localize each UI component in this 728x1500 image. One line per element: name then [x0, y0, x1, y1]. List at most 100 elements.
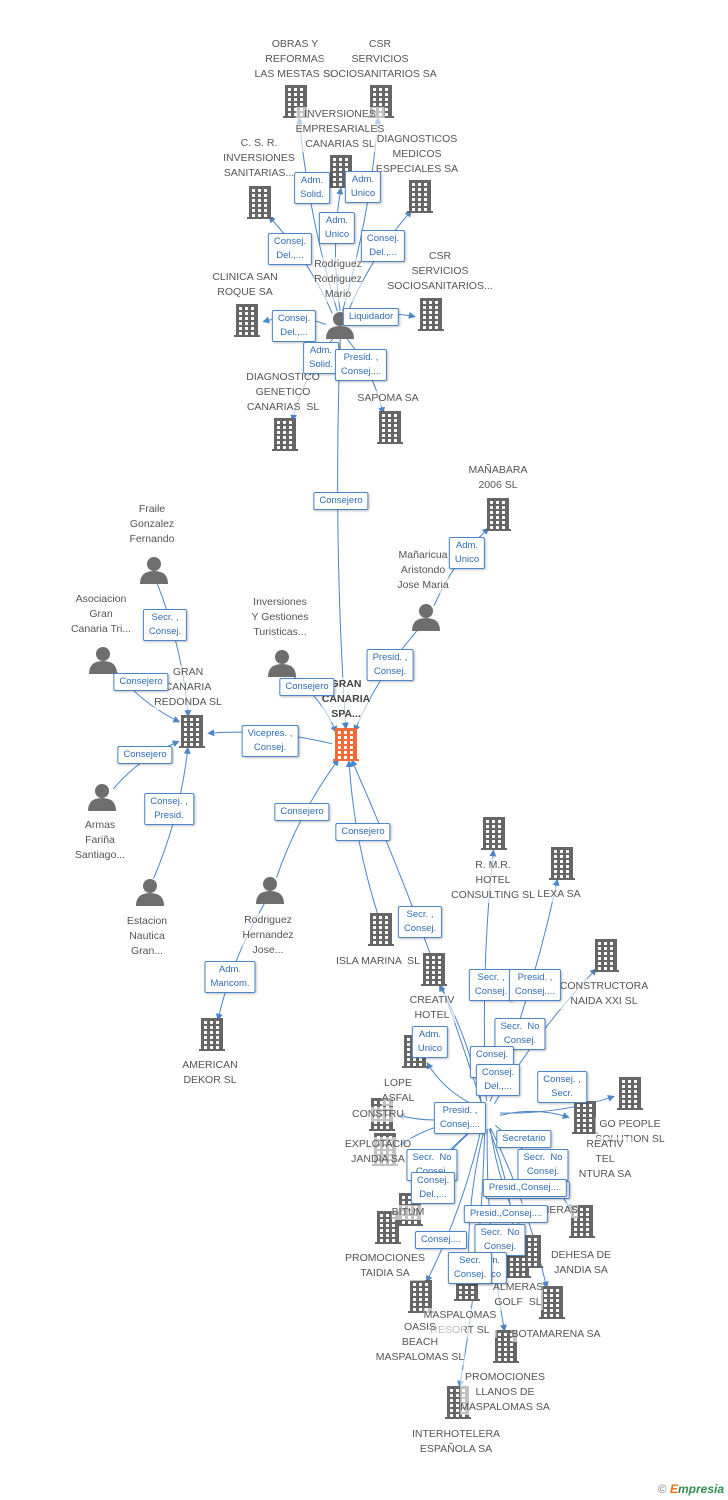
- relation-label[interactable]: Consej. Del.,...: [360, 230, 406, 262]
- building-icon[interactable]: [593, 939, 619, 972]
- node-label[interactable]: CLINICA SAN ROQUE SA: [212, 270, 278, 300]
- relation-label[interactable]: Vicepres. , Consej.: [241, 725, 299, 757]
- relation-label[interactable]: Secretario: [496, 1130, 552, 1148]
- relation-label[interactable]: Consejero: [274, 803, 330, 821]
- building-icon[interactable]: [272, 418, 298, 451]
- node-label[interactable]: R. M.R. HOTEL CONSULTING SL: [451, 858, 535, 903]
- relation-label[interactable]: Adm. Unico: [448, 537, 486, 569]
- building-icon[interactable]: [234, 304, 260, 337]
- building-icon[interactable]: [377, 411, 403, 444]
- node-label[interactable]: LOPE ASFAL: [381, 1076, 415, 1106]
- node-label[interactable]: Asociacion Gran Canaria Tri...: [70, 592, 132, 637]
- node-label[interactable]: PROMOCIONES LLANOS DE MASPALOMAS SA: [460, 1370, 550, 1415]
- node-label[interactable]: Mañaricua Aristondo Jose Maria: [397, 548, 449, 593]
- node-label[interactable]: Rodriguez Rodriguez Mario: [314, 257, 362, 302]
- node-label[interactable]: REATIV TEL NTURA SA: [578, 1137, 632, 1182]
- relation-label[interactable]: Consejero: [279, 678, 335, 696]
- relation-label[interactable]: Secr. , Consej.: [397, 906, 443, 938]
- relation-label[interactable]: Consej. Del.,...: [267, 233, 313, 265]
- node-label[interactable]: ISLA MARINA SL: [335, 954, 421, 969]
- person-icon[interactable]: [268, 650, 296, 677]
- node-label[interactable]: CREATIV HOTEL: [409, 993, 455, 1023]
- node-label[interactable]: ALMERAS GOLF SL: [492, 1280, 544, 1310]
- relation-label[interactable]: Adm. Unico: [344, 171, 382, 203]
- node-label[interactable]: DIAGNOSTICO GENETICO CANARIAS SL: [246, 370, 320, 415]
- relation-label[interactable]: Adm. Unico: [318, 212, 356, 244]
- node-label[interactable]: CSR SERVICIOS SOCIOSANITARIOS SA: [323, 37, 437, 82]
- person-icon[interactable]: [136, 879, 164, 906]
- person-icon[interactable]: [89, 647, 117, 674]
- relation-label[interactable]: Liquidador: [342, 308, 400, 326]
- building-icon[interactable]: [368, 913, 394, 946]
- node-label[interactable]: EXPLOTACIO JANDIA SA: [344, 1137, 412, 1167]
- node-label[interactable]: DEHESA DE JANDIA SA: [550, 1248, 612, 1278]
- relation-label[interactable]: Secr. No Consej.: [494, 1018, 546, 1050]
- node-label[interactable]: OASIS BEACH MASPALOMAS SL: [375, 1320, 465, 1365]
- building-icon[interactable]: [408, 1280, 434, 1313]
- relation-label[interactable]: Presid. , Consej.: [366, 649, 414, 681]
- relation-label[interactable]: Consejero: [335, 823, 391, 841]
- building-icon[interactable]: [418, 298, 444, 331]
- node-label[interactable]: MAÑABARA 2006 SL: [468, 463, 528, 493]
- person-icon[interactable]: [140, 557, 168, 584]
- relation-label[interactable]: Consejero: [113, 673, 169, 691]
- relation-label[interactable]: Consejero: [117, 746, 173, 764]
- building-icon[interactable]: [481, 817, 507, 850]
- relation-label[interactable]: Adm. Mancom.: [204, 961, 256, 993]
- node-label[interactable]: INTERHOTELERA ESPAÑOLA SA: [411, 1427, 501, 1457]
- building-icon[interactable]: [199, 1018, 225, 1051]
- node-label[interactable]: Estacion Nautica Gran...: [126, 914, 168, 959]
- node-label[interactable]: Inversiones Y Gestiones Turisticas...: [251, 595, 309, 640]
- relation-label[interactable]: Presid. , Consej....: [508, 969, 562, 1001]
- node-label[interactable]: OBRAS Y REFORMAS LAS MESTAS SL: [254, 37, 336, 82]
- relation-label[interactable]: Presid.,Consej....: [463, 1205, 549, 1223]
- relation-label[interactable]: Presid. , Consej....: [433, 1102, 487, 1134]
- relation-label[interactable]: Secr. , Consej.: [142, 609, 188, 641]
- relation-label[interactable]: Consej. , Secr.: [537, 1071, 587, 1103]
- relation-label[interactable]: Secr. No Consej.: [517, 1149, 569, 1181]
- building-icon[interactable]: [421, 953, 447, 986]
- node-label[interactable]: CONSTRUCTORA NAIDA XXI SL: [559, 979, 649, 1009]
- relation-label[interactable]: Secr. Consej.: [447, 1252, 493, 1284]
- building-icon[interactable]: [539, 1286, 565, 1319]
- relation-label[interactable]: Consej....: [414, 1231, 468, 1249]
- relation-label[interactable]: Consej. Del.,...: [475, 1064, 521, 1096]
- building-icon[interactable]: [247, 186, 273, 219]
- node-label[interactable]: BITUM: [391, 1205, 425, 1220]
- node-label[interactable]: AMERICAN DEKOR SL: [182, 1058, 238, 1088]
- relation-label[interactable]: Adm. Solid.: [303, 342, 339, 374]
- relation-label[interactable]: Presid. , Consej....: [334, 349, 388, 381]
- relation-label[interactable]: Adm. Solid.: [294, 172, 330, 204]
- node-label[interactable]: Rodriguez Hernandez Jose...: [242, 913, 294, 958]
- relation-label[interactable]: Presid.,Consej....: [482, 1179, 568, 1197]
- building-icon[interactable]: [549, 847, 575, 880]
- node-label[interactable]: C. S. R. INVERSIONES SANITARIAS...: [223, 136, 295, 181]
- person-icon[interactable]: [88, 784, 116, 811]
- node-label[interactable]: BOTAMARENA SA: [511, 1327, 601, 1342]
- node-label[interactable]: CONSTRU: [352, 1107, 404, 1122]
- person-icon[interactable]: [256, 877, 284, 904]
- node-label[interactable]: INVERSIONES EMPRESARIALES CANARIAS SL: [295, 107, 385, 152]
- node-label[interactable]: Fraile Gonzalez Fernando: [129, 502, 175, 547]
- building-icon[interactable]: [179, 715, 205, 748]
- node-label[interactable]: Armas Fariña Santiago...: [74, 818, 126, 863]
- relation-label[interactable]: Adm. Unico: [411, 1026, 449, 1058]
- relation-label[interactable]: Secr. No Consej.: [474, 1224, 526, 1256]
- building-icon[interactable]: [572, 1101, 598, 1134]
- building-icon[interactable]: [333, 728, 359, 761]
- person-icon[interactable]: [412, 604, 440, 631]
- node-label[interactable]: DIAGNOSTICOS MEDICOS ESPECIALES SA: [375, 132, 459, 177]
- node-label[interactable]: SAPOMA SA: [357, 391, 419, 406]
- building-icon[interactable]: [617, 1077, 643, 1110]
- brand-logo[interactable]: Empresia: [669, 1482, 724, 1496]
- node-label[interactable]: LEXA SA: [537, 887, 581, 902]
- relation-label[interactable]: Consej. Del.,...: [410, 1172, 456, 1204]
- node-label[interactable]: PROMOCIONES TAIDIA SA: [345, 1251, 425, 1281]
- building-icon[interactable]: [407, 180, 433, 213]
- relation-label[interactable]: Consej. Del.,...: [271, 310, 317, 342]
- relation-label[interactable]: Consejero: [313, 492, 369, 510]
- relation-label[interactable]: Consej. , Presid.: [144, 793, 194, 825]
- node-label[interactable]: CSR SERVICIOS SOCIOSANITARIOS...: [387, 249, 493, 294]
- relation-label[interactable]: Secr. , Consej.: [468, 969, 514, 1001]
- building-icon[interactable]: [485, 498, 511, 531]
